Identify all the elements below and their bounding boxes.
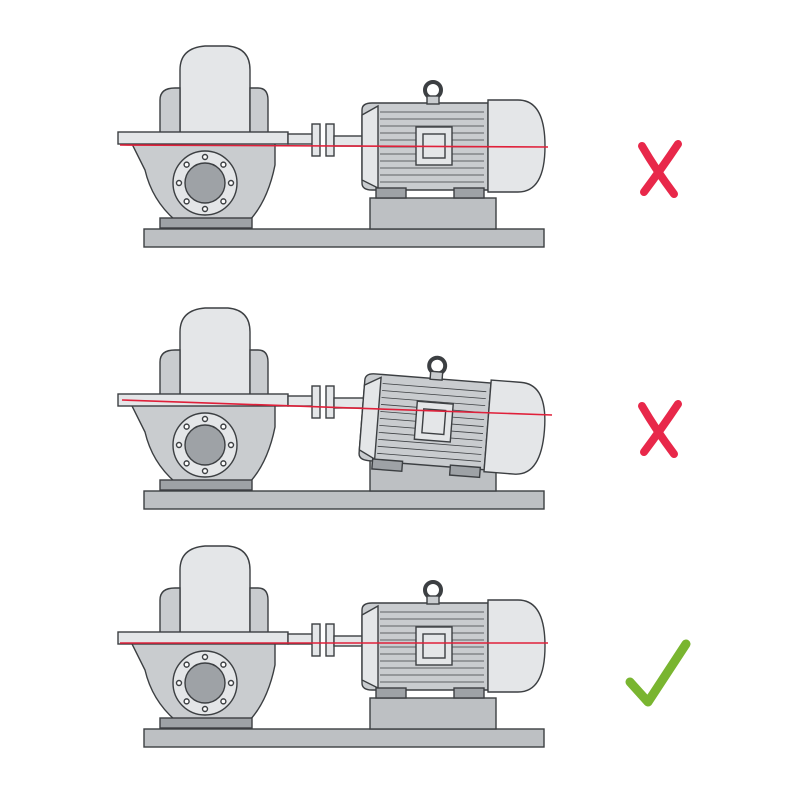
pump-nozzle-bore xyxy=(185,163,225,203)
coupling-half-motor xyxy=(326,624,334,656)
base-plate xyxy=(144,229,544,247)
flange-bolt xyxy=(229,181,234,186)
coupling-half-motor xyxy=(326,124,334,156)
coupling-half-motor xyxy=(326,386,334,418)
pump-volute-right xyxy=(250,588,268,635)
motor-foot-left xyxy=(372,459,403,471)
pump-feet xyxy=(160,218,252,228)
terminal-box xyxy=(414,401,453,442)
flange-bolt xyxy=(184,699,189,704)
motor xyxy=(362,82,545,198)
flange-bolt xyxy=(184,662,189,667)
motor-shaft xyxy=(334,398,364,408)
flange-bolt xyxy=(177,443,182,448)
flange-bolt xyxy=(221,699,226,704)
pump-volute-top xyxy=(180,46,250,135)
flange-bolt xyxy=(184,424,189,429)
motor-pedestal xyxy=(370,698,496,729)
check-icon xyxy=(630,644,686,702)
pump-nozzle-bore xyxy=(185,425,225,465)
panel-aligned xyxy=(118,546,545,747)
motor-foot-left xyxy=(376,188,406,198)
motor-fan-cover xyxy=(484,380,548,476)
base-plate xyxy=(144,491,544,509)
check-stroke xyxy=(630,644,686,702)
flange-bolt xyxy=(221,162,226,167)
motor-end-bell xyxy=(362,106,378,188)
flange-bolt xyxy=(203,155,208,160)
motor-foot-right xyxy=(450,465,481,477)
lifting-eye-base xyxy=(430,371,443,380)
coupling-half-pump xyxy=(312,624,320,656)
coupling xyxy=(312,386,364,418)
pump-volute-top xyxy=(180,308,250,397)
flange-bolt xyxy=(203,469,208,474)
motor-end-bell xyxy=(362,606,378,688)
flange-bolt xyxy=(177,181,182,186)
flange-bolt xyxy=(221,424,226,429)
cross-icon xyxy=(642,144,678,194)
motor-pedestal xyxy=(370,198,496,229)
motor-shaft xyxy=(334,636,364,646)
flange-bolt xyxy=(221,461,226,466)
flange-bolt xyxy=(229,681,234,686)
flange-bolt xyxy=(221,662,226,667)
coupling xyxy=(312,624,364,656)
flange-bolt xyxy=(184,461,189,466)
pump-volute-right xyxy=(250,350,268,397)
flange-bolt xyxy=(177,681,182,686)
pump-feet xyxy=(160,718,252,728)
pump-nozzle-bore xyxy=(185,663,225,703)
pump xyxy=(118,546,318,728)
lifting-eye-base xyxy=(427,96,439,104)
pump-feet xyxy=(160,480,252,490)
motor-fan-cover xyxy=(488,600,545,692)
flange-bolt xyxy=(184,162,189,167)
motor xyxy=(362,582,545,698)
motor-foot-left xyxy=(376,688,406,698)
flange-bolt xyxy=(221,199,226,204)
coupling-half-pump xyxy=(312,124,320,156)
lifting-eye-base xyxy=(427,596,439,604)
pump-volute-right xyxy=(250,88,268,135)
flange-bolt xyxy=(203,417,208,422)
pump xyxy=(118,308,318,490)
motor xyxy=(358,352,550,482)
panel-tilted-misalignment xyxy=(118,308,549,509)
pump-volute-left xyxy=(160,588,180,635)
pump-volute-left xyxy=(160,350,180,397)
base-plate xyxy=(144,729,544,747)
flange-bolt xyxy=(229,443,234,448)
motor-shaft xyxy=(334,136,364,146)
pump xyxy=(118,46,318,228)
flange-bolt xyxy=(203,655,208,660)
coupling xyxy=(312,124,364,156)
terminal-box xyxy=(416,627,452,665)
pump-volute-top xyxy=(180,546,250,635)
motor-foot-right xyxy=(454,188,484,198)
cross-icon xyxy=(642,404,678,454)
flange-bolt xyxy=(203,707,208,712)
pump-split-flange xyxy=(118,132,288,144)
motor-foot-right xyxy=(454,688,484,698)
coupling-half-pump xyxy=(312,386,320,418)
flange-bolt xyxy=(203,207,208,212)
flange-bolt xyxy=(184,199,189,204)
pump-volute-left xyxy=(160,88,180,135)
